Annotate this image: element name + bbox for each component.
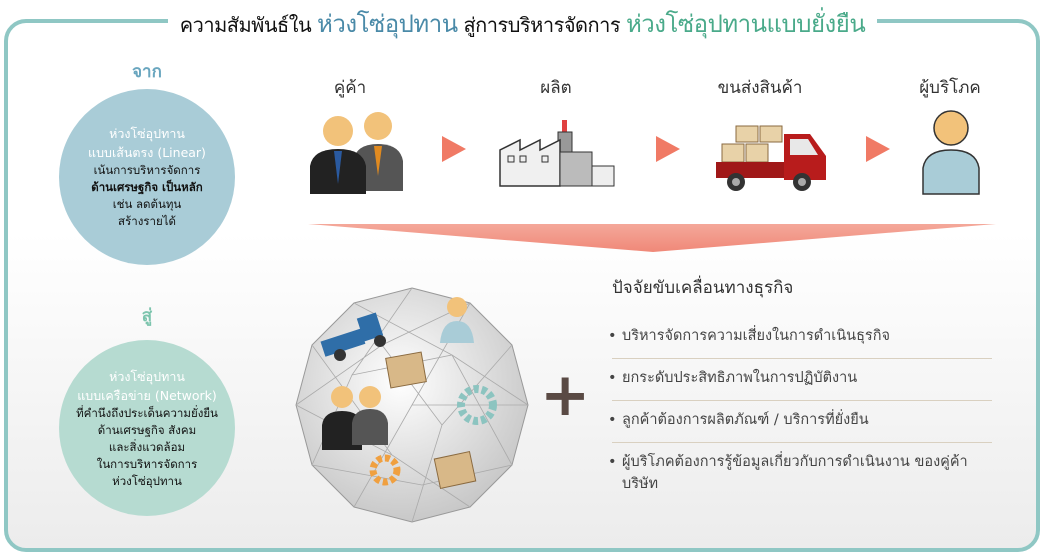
linear-circle: ห่วงโซ่อุปทาน แบบเส้นตรง (Linear) เน้นกา…	[59, 89, 235, 265]
step-label-transport: ขนส่งสินค้า	[717, 78, 803, 98]
consumer-icon	[922, 110, 980, 195]
step-label-partner: คู่ค้า	[333, 78, 367, 98]
circle-heading: แบบเส้นตรง (Linear)	[88, 145, 206, 160]
list-item: ลูกค้าต้องการผลิตภัณฑ์ / บริการที่ยั่งยื…	[608, 401, 992, 443]
circle-text: ห่วงโซ่อุปทาน	[112, 473, 182, 488]
title-highlight-supply-chain: ห่วงโซ่อุปทาน	[317, 10, 458, 38]
arrow-right-icon	[656, 136, 680, 162]
list-item: ยกระดับประสิทธิภาพในการปฏิบัติงาน	[608, 359, 992, 401]
to-label: สู่	[141, 306, 153, 326]
arrow-right-icon	[866, 136, 890, 162]
circle-text: ด้านเศรษฐกิจ เป็นหลัก	[91, 180, 203, 194]
from-label: จาก	[132, 62, 162, 82]
factory-icon	[499, 120, 615, 187]
network-sphere-illustration	[295, 287, 529, 523]
circle-text: ด้านเศรษฐกิจ สังคม	[97, 422, 197, 437]
step-label-produce: ผลิต	[540, 78, 572, 98]
title-highlight-sustainable: ห่วงโซ่อุปทานแบบยั่งยืน	[625, 10, 866, 38]
business-drivers-list: ปัจจัยขับเคลื่อนทางธุรกิจ บริหารจัดการคว…	[608, 274, 992, 506]
delivery-truck-icon	[716, 125, 826, 191]
circle-heading: แบบเครือข่าย (Network)	[77, 387, 217, 403]
circle-heading: ห่วงโซ่อุปทาน	[109, 368, 185, 384]
arrow-right-icon	[442, 136, 466, 162]
network-circle: ห่วงโซ่อุปทาน แบบเครือข่าย (Network) ที่…	[59, 340, 235, 516]
list-item: บริหารจัดการความเสี่ยงในการดำเนินธุรกิจ	[608, 317, 992, 359]
business-drivers-title: ปัจจัยขับเคลื่อนทางธุรกิจ	[612, 278, 794, 298]
list-item: ผู้บริโภคต้องการรู้ข้อมูลเกี่ยวกับการดำเ…	[608, 443, 982, 506]
title-text: ความสัมพันธ์ใน	[179, 13, 318, 37]
truck-icon	[320, 312, 386, 361]
title-text: สู่การบริหารจัดการ	[457, 13, 626, 37]
circle-text: สร้างรายได้	[118, 214, 176, 228]
circle-text: และสิ่งแวดล้อม	[108, 439, 186, 454]
circle-text: เช่น ลดต้นทุน	[112, 197, 182, 211]
circle-text: ในการบริหารจัดการ	[96, 456, 198, 471]
funnel-arrow-icon	[308, 224, 996, 252]
circle-text: เน้นการบริหารจัดการ	[93, 163, 201, 177]
plus-icon: +	[540, 360, 591, 430]
step-label-consumer: ผู้บริโภค	[919, 78, 981, 98]
business-partners-icon	[310, 112, 403, 194]
circle-text: ที่คำนึงถึงประเด็นความยั่งยืน	[76, 405, 218, 420]
page-title: ความสัมพันธ์ใน ห่วงโซ่อุปทาน สู่การบริหา…	[0, 4, 1045, 43]
circle-heading: ห่วงโซ่อุปทาน	[109, 126, 185, 141]
